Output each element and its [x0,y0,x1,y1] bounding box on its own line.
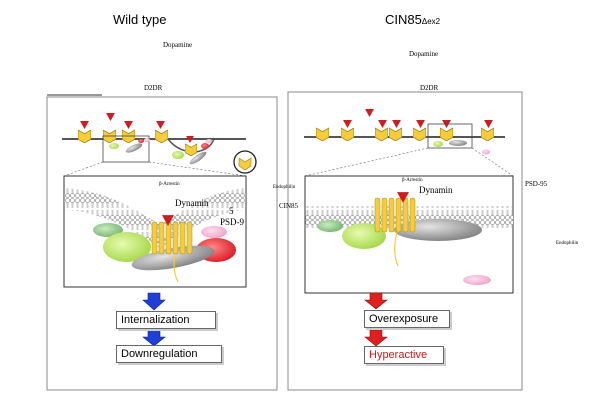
right-panel [287,91,523,391]
downregulation-label: Downregulation [121,348,198,360]
overexposure-box: Overexposure [364,310,450,328]
right-zoom-box [427,123,473,149]
right-endophilin-label: Endophilin [273,185,296,190]
left-panel [46,94,278,391]
left-pink-blob [201,226,227,238]
right-receptor-label: D2DR [420,84,439,92]
left-psd95-label-b: PSD-9 [220,217,245,227]
left-frame [46,96,278,391]
left-dopamine-2 [106,113,115,121]
left-dynamin-label: Dynamin [175,198,209,208]
left-arrestin-blob [103,232,151,262]
left-dopamine-1 [80,121,89,129]
cin85-label: CIN85 [279,202,299,210]
right-title-main: CIN85 [385,12,422,27]
left-dopamine-3 [124,121,133,129]
hyperactive-box: Hyperactive [364,346,444,364]
right-arrow-1 [364,292,388,310]
right-frame [287,91,523,391]
overexposure-label: Overexposure [369,313,439,325]
psd95-label: PSD-95 [525,180,548,188]
left-receptor-2 [103,129,116,143]
right-title-sub: Δex2 [421,17,441,26]
left-receptor-label: D2DR [144,84,163,92]
right-dopamine-label: Dopamine [409,50,439,58]
left-endophilin-blob [93,223,123,237]
left-receptor-4 [155,129,168,143]
internalization-label: Internalization [121,314,190,326]
left-zoom-box [102,135,150,163]
left-dopamine-label: Dopamine [163,41,193,49]
right-receptor-helices [374,197,416,267]
right-dynamin-label: Dynamin [419,185,453,195]
downregulation-box: Downregulation [116,345,222,363]
right-arrestin-label: β-Arrestin [402,178,423,183]
left-dynamin-blob [131,245,215,271]
hyperactive-label: Hyperactive [369,349,428,361]
internalization-box: Internalization [116,311,216,329]
left-receptor-helices [151,221,193,283]
left-psd95-label-a: 5 [229,206,234,216]
right-endophilin-label-2: Endophilin [556,241,579,246]
left-arrestin-label: β-Arrestin [159,182,180,187]
left-receptor-1 [78,129,91,143]
left-title: Wild type [113,12,167,27]
left-dopamine-4 [156,121,165,129]
right-arrow-2 [364,329,388,347]
left-arrow-2 [142,329,166,347]
right-title: CIN85Δex2 [385,12,440,27]
left-receptor-3 [122,129,135,143]
left-arrow-1 [142,292,166,311]
